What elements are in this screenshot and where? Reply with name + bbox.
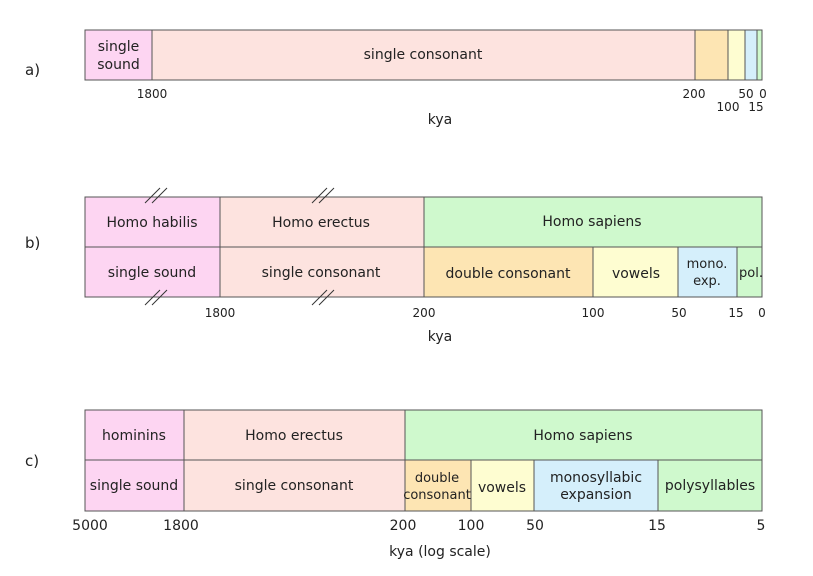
segment-polysyllables xyxy=(657,459,763,512)
segment-label-homo-sapiens: Homo sapiens xyxy=(542,214,641,230)
segment-label-monosyllabic-expansion: monosyllabic xyxy=(550,470,642,486)
segment-homo-sapiens xyxy=(404,409,763,461)
segment-homo-sapiens xyxy=(423,196,763,248)
segment-vowels xyxy=(470,459,535,512)
segment-label-single-sound: single xyxy=(98,39,139,55)
segment-label-double-consonant: double xyxy=(415,471,459,486)
segment-label-polysyllables: polysyllables xyxy=(665,478,755,494)
tick-label-50: 50 xyxy=(526,518,544,534)
segment-vowels xyxy=(592,246,679,298)
tick-label-1800: 1800 xyxy=(163,518,199,534)
segment-label-mono-exp-2: exp. xyxy=(693,274,721,289)
tick-label-100: 100 xyxy=(582,306,605,320)
segment-label-single-consonant: single consonant xyxy=(262,265,381,281)
segment-single-consonant xyxy=(151,29,696,81)
segment-double-consonant-period xyxy=(694,29,729,81)
segment-single-consonant xyxy=(219,246,425,298)
tick-label-200: 200 xyxy=(683,87,706,101)
segment-single-sound xyxy=(84,246,221,298)
panel-b: b) Homo habilis Homo erectus Homo sapien… xyxy=(25,187,766,345)
segment-monosyllabic-period xyxy=(744,29,758,81)
panel-b-label: b) xyxy=(25,234,40,252)
segment-mono-exp xyxy=(677,246,738,298)
segment-label-homo-sapiens: Homo sapiens xyxy=(533,428,632,444)
tick-label-100: 100 xyxy=(717,100,740,114)
segment-hominins xyxy=(84,409,185,461)
tick-label-5: 5 xyxy=(757,518,766,534)
segment-homo-erectus xyxy=(219,196,425,248)
segment-polysyllables-period xyxy=(756,29,763,81)
segment-label-hominins: hominins xyxy=(102,428,166,444)
segment-label-homo-erectus: Homo erectus xyxy=(272,215,370,231)
tick-label-50: 50 xyxy=(671,306,686,320)
segment-label-double-consonant-2: consonant xyxy=(403,488,471,503)
tick-label-50: 50 xyxy=(738,87,753,101)
segment-single-consonant xyxy=(183,459,406,512)
tick-label-0: 0 xyxy=(758,306,766,320)
segment-label-single-consonant: single consonant xyxy=(235,478,354,494)
tick-label-200: 200 xyxy=(413,306,436,320)
tick-label-1800: 1800 xyxy=(137,87,168,101)
segment-double-consonant xyxy=(423,246,594,298)
segment-label-single-consonant: single consonant xyxy=(364,47,483,63)
segment-double-consonant xyxy=(404,459,472,512)
segment-label-vowels: vowels xyxy=(612,266,660,282)
segment-vowels-period xyxy=(727,29,746,81)
segment-pol xyxy=(736,246,763,298)
segment-homo-erectus xyxy=(183,409,406,461)
segment-homo-habilis xyxy=(84,196,221,248)
segment-label-mono-exp: mono. xyxy=(687,257,728,272)
panel-a: a) single sound single consonant 1800 20… xyxy=(25,29,767,128)
segment-label-pol: pol. xyxy=(739,266,763,281)
tick-label-15: 15 xyxy=(728,306,743,320)
axis-title-b: kya xyxy=(428,329,452,345)
tick-label-0: 0 xyxy=(759,87,767,101)
segment-single-sound xyxy=(84,29,153,81)
segment-label-vowels: vowels xyxy=(478,480,526,496)
segment-label-monosyllabic-expansion-2: expansion xyxy=(560,487,632,503)
segment-label-single-sound: single sound xyxy=(108,265,196,281)
segment-label-double-consonant: double consonant xyxy=(446,266,571,282)
tick-label-200: 200 xyxy=(390,518,417,534)
segment-label-homo-habilis: Homo habilis xyxy=(106,215,197,231)
segment-label-homo-erectus: Homo erectus xyxy=(245,428,343,444)
panel-c-label: c) xyxy=(25,452,39,470)
tick-label-1800: 1800 xyxy=(205,306,236,320)
tick-label-15: 15 xyxy=(748,100,763,114)
tick-label-100: 100 xyxy=(458,518,485,534)
segment-monosyllabic-expansion xyxy=(533,459,659,512)
axis-title-c: kya (log scale) xyxy=(389,544,491,560)
segment-label-single-sound: single sound xyxy=(90,478,178,494)
axis-title-a: kya xyxy=(428,112,452,128)
segment-label-single-sound-2: sound xyxy=(97,57,140,73)
segment-single-sound xyxy=(84,459,185,512)
panel-c: c) hominins Homo erectus Homo sapiens si… xyxy=(25,409,766,560)
tick-label-5000: 5000 xyxy=(72,518,108,534)
tick-label-15: 15 xyxy=(648,518,666,534)
axis-break-mark xyxy=(144,187,335,306)
panel-a-label: a) xyxy=(25,61,40,79)
